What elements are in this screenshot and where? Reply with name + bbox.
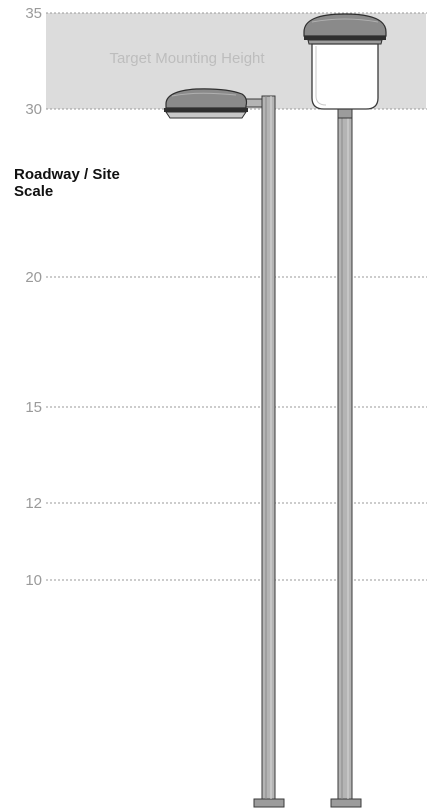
- cobra-head-luminaire-icon: [164, 88, 248, 119]
- tick-label-10: 10: [25, 572, 42, 589]
- tick-label-35: 35: [25, 5, 42, 22]
- cobra-head-pole-shaft: [261, 95, 276, 800]
- post-top-pole-shaft: [337, 117, 353, 800]
- cobra-head-pole-base: [253, 798, 285, 808]
- scale-heading-line-2: Scale: [14, 183, 54, 200]
- post-top-luminaire-icon: [303, 13, 387, 110]
- scale-heading-line-1: Roadway / Site: [14, 166, 120, 183]
- post-top-pole-base: [330, 798, 362, 808]
- target-mounting-height-label: Target Mounting Height: [109, 50, 265, 67]
- post-top-pole-assembly: [303, 13, 387, 808]
- tick-label-12: 12: [25, 495, 42, 512]
- cobra-head-pole-assembly: [164, 88, 285, 808]
- scale-heading: Roadway / Site Scale: [14, 166, 174, 200]
- tick-label-20: 20: [25, 269, 42, 286]
- tick-label-30: 30: [25, 101, 42, 118]
- tick-label-15: 15: [25, 399, 42, 416]
